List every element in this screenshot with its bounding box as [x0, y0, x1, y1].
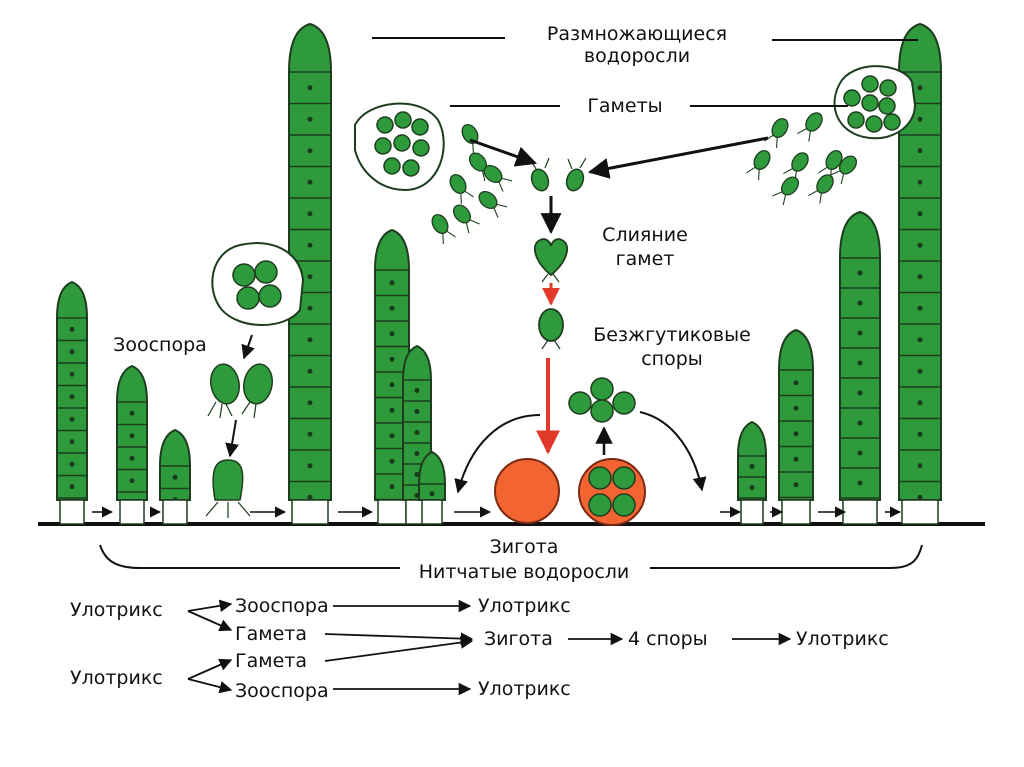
gamete-13 — [772, 176, 800, 206]
fused-gametes — [533, 238, 569, 283]
four-spores — [568, 377, 636, 423]
arrow-gametes-right — [587, 136, 769, 179]
gamete-7 — [431, 214, 456, 244]
label-gametes: Гаметы — [587, 95, 662, 117]
gamete-14 — [808, 174, 834, 204]
label-fusion-2: гамет — [616, 248, 675, 270]
life-cycle-scheme: Улотрикс Зооспора Улотрикс Гамета Зигота… — [70, 595, 889, 702]
scheme-ulothrix-final: Улотрикс — [796, 628, 889, 650]
filament-8 — [737, 420, 767, 525]
filament-1 — [56, 280, 88, 525]
filament-2 — [116, 364, 148, 525]
label-zygote: Зигота — [490, 536, 559, 558]
filament-3 — [159, 428, 191, 525]
arrow-gametes-left — [469, 138, 537, 167]
scheme-ulothrix-1: Улотрикс — [70, 599, 163, 621]
zoospores — [205, 363, 273, 518]
gamete-15 — [830, 155, 858, 185]
label-fusion-1: Слияние — [602, 224, 688, 246]
arrow-zoospore-down — [225, 419, 239, 458]
filament-9 — [778, 328, 814, 525]
zygote-cell — [494, 458, 560, 524]
filament-5 — [374, 228, 410, 525]
scheme-zoospore-1: Зооспора — [235, 595, 329, 617]
scheme-four-spores: 4 споры — [628, 628, 708, 650]
filament-10 — [839, 210, 881, 525]
scheme-ulothrix-result-2: Улотрикс — [478, 678, 571, 700]
free-gametes — [431, 112, 858, 244]
scheme-gamete-1: Гамета — [235, 623, 307, 645]
flagellaless-zygote — [538, 308, 564, 350]
gametangium-left — [354, 102, 445, 192]
gamete-9 — [797, 112, 823, 142]
zygote-with-spores — [578, 458, 646, 526]
gametangium-right — [833, 65, 917, 140]
curve-arrow-right — [639, 411, 707, 492]
scheme-gamete-2: Гамета — [235, 650, 307, 672]
gamete-fusion-pair — [529, 157, 587, 192]
gamete-6 — [452, 204, 480, 234]
gamete-5 — [478, 190, 508, 218]
filament-11 — [898, 22, 942, 525]
label-filamentous-algae: Нитчатые водоросли — [419, 561, 630, 583]
label-flagellaless-1: Безжгутиковые — [593, 324, 751, 346]
filaments-group — [56, 22, 942, 525]
scheme-ulothrix-result-1: Улотрикс — [478, 595, 571, 617]
scheme-ulothrix-2: Улотрикс — [70, 667, 163, 689]
filament-4 — [288, 22, 332, 525]
gamete-4 — [449, 174, 474, 204]
scheme-zoospore-2: Зооспора — [235, 680, 329, 702]
gamete-10 — [746, 150, 771, 180]
label-reproducing-1: Размножающиеся — [547, 23, 727, 45]
filament-7 — [418, 450, 446, 525]
leader-lines — [372, 37, 918, 107]
label-flagellaless-2: споры — [641, 348, 703, 370]
zoosporangium — [211, 242, 305, 326]
gamete-1 — [461, 124, 486, 154]
scheme-zygote: Зигота — [484, 628, 553, 650]
curve-arrow-left — [454, 414, 541, 494]
label-zoospore: Зооспора — [113, 334, 207, 356]
arrow-zoosporangium-down — [241, 334, 255, 360]
gamete-8 — [764, 118, 789, 148]
gamete-11 — [783, 152, 809, 182]
label-reproducing-2: водоросли — [584, 45, 690, 67]
bracket-filamentous — [99, 544, 923, 569]
gamete-3 — [483, 164, 513, 192]
